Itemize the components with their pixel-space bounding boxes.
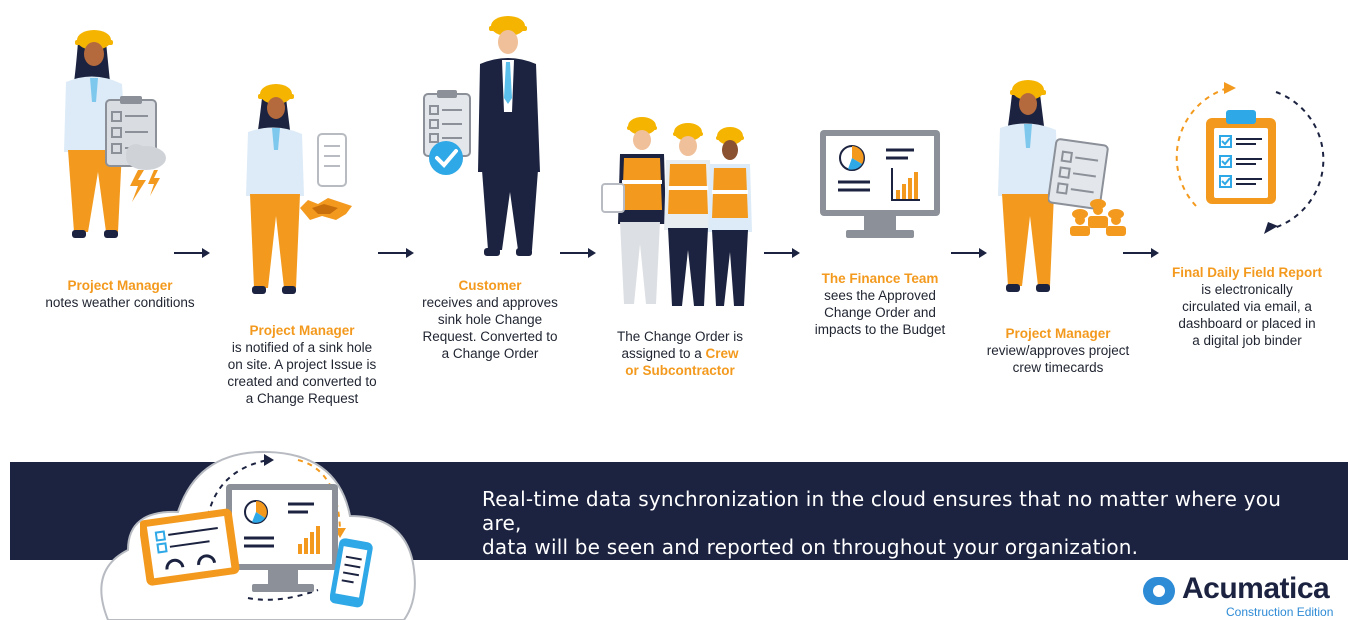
customer-figure: [423, 16, 540, 256]
step-6-title: Project Manager: [1005, 326, 1111, 341]
project-manager-figure: [998, 80, 1058, 292]
step-5-text-3: impacts to the Budget: [814, 322, 946, 337]
flow-arrow-5: [951, 248, 987, 258]
step-5-text-1: sees the Approved: [824, 288, 936, 303]
step-7-text-2: circulated via email, a: [1182, 299, 1312, 314]
banner-line-1: Real-time data synchronization in the cl…: [482, 487, 1282, 535]
step-3-text-1: receives and approves: [422, 295, 558, 310]
logo-edition: Construction Edition: [1226, 605, 1334, 619]
timecard-clipboard-icon: [1048, 138, 1109, 210]
step-1-text: notes weather conditions: [45, 295, 195, 310]
step-4-text-2a: assigned to a: [621, 346, 706, 361]
approved-check-icon: [429, 141, 463, 175]
acumatica-logo-icon: [1143, 577, 1175, 605]
step-6-text-2: crew timecards: [1012, 360, 1104, 375]
phone-icon: [330, 538, 373, 608]
acumatica-logo: Acumatica Construction Edition: [1140, 572, 1340, 619]
step-2-text-3: created and converted to: [227, 374, 377, 389]
step-2-caption: Project Manager is notified of a sink ho…: [207, 322, 397, 407]
flow-arrow-2: [378, 248, 414, 258]
report-clipboard-icon: [1175, 82, 1325, 234]
step-4-crew: Crew: [705, 346, 739, 361]
step-4-caption: The Change Order is assigned to a Crew o…: [595, 328, 765, 379]
step-7-text-1: is electronically: [1201, 282, 1293, 297]
banner-line-2: data will be seen and reported on throug…: [482, 535, 1139, 559]
step-5-text-2: Change Order and: [824, 305, 936, 320]
step-7-title: Final Daily Field Report: [1171, 265, 1323, 280]
sink-hole-icon: [300, 198, 352, 220]
step-3-text-3: Request. Converted to: [422, 329, 558, 344]
step-1-title: Project Manager: [67, 278, 173, 293]
cloud-sync-icon: [100, 450, 416, 620]
step-7-text-4: a digital job binder: [1192, 333, 1302, 348]
step-1-caption: Project Manager notes weather conditions: [20, 277, 220, 311]
tablet-icon: [140, 508, 240, 586]
flow-arrow-4: [764, 248, 800, 258]
step-4-text-1: The Change Order is: [616, 329, 744, 344]
step-3-text-2: sink hole Change: [437, 312, 543, 327]
logo-name: Acumatica: [1182, 572, 1330, 605]
banner-text: Real-time data synchronization in the cl…: [482, 487, 1322, 559]
step-3-title: Customer: [458, 278, 522, 293]
step-2-text-4: a Change Request: [245, 391, 359, 406]
finance-monitor-icon: [820, 130, 940, 238]
step-2-text-2: on site. A project Issue is: [227, 357, 377, 372]
workers-icon: [1070, 199, 1126, 236]
step-4-text-3: or Subcontractor: [625, 363, 735, 378]
flow-arrow-6: [1123, 248, 1159, 258]
flow-arrow-1: [174, 248, 210, 258]
project-manager-figure: [246, 84, 347, 294]
step-2-title: Project Manager: [249, 323, 355, 338]
step-6-caption: Project Manager review/approves project …: [972, 325, 1144, 376]
step-7-caption: Final Daily Field Report is electronical…: [1152, 264, 1342, 349]
step-6-text-1: review/approves project: [986, 343, 1130, 358]
step-5-title: The Finance Team: [821, 271, 939, 286]
flow-arrow-3: [560, 248, 596, 258]
project-manager-figure: [64, 30, 157, 238]
weather-cloud-lightning-icon: [126, 144, 166, 202]
step-5-caption: The Finance Team sees the Approved Chang…: [790, 270, 970, 338]
step-2-text-1: is notified of a sink hole: [231, 340, 373, 355]
crew-figures: [601, 117, 752, 306]
step-7-text-3: dashboard or placed in: [1178, 316, 1316, 331]
step-3-caption: Customer receives and approves sink hole…: [400, 277, 580, 362]
step-3-text-4: a Change Order: [441, 346, 539, 361]
